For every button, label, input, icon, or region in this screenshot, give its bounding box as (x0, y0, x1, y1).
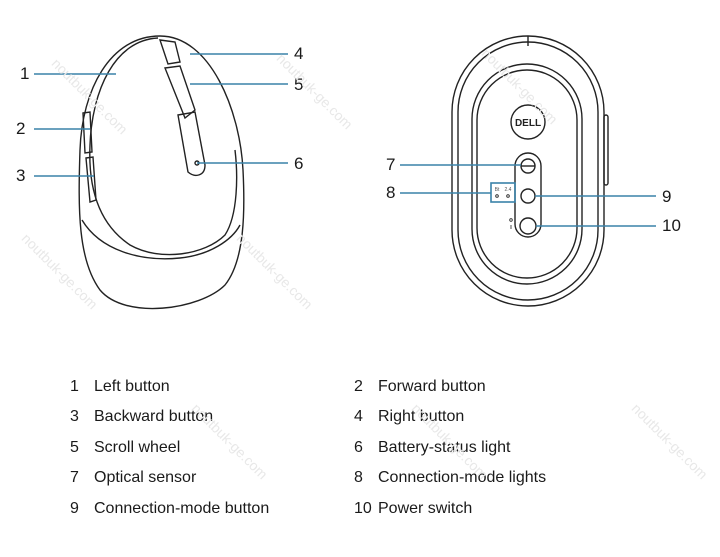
scroll-wheel-shape (158, 39, 196, 120)
legend-item: 8 Connection-mode lights (354, 469, 546, 487)
legend-number: 7 (70, 469, 79, 486)
power-off-mark (509, 218, 513, 222)
mouse-diagram-svg: DELL Bt 2.4 (34, 35, 656, 310)
mouse-diagram: DELL Bt 2.4 1 2 3 4 5 6 7 8 9 10 (16, 35, 681, 310)
legend-number: 1 (70, 378, 79, 395)
legend-item: 3 Backward button (70, 408, 213, 426)
legend-label: Forward button (378, 378, 486, 395)
callout-4: 4 (294, 44, 304, 63)
watermark: noutbuk-ge.com (628, 400, 711, 483)
backward-button-shape (85, 156, 97, 203)
legend-item: 6 Battery-status light (354, 439, 511, 457)
legend-item: 9 Connection-mode button (70, 500, 269, 518)
connection-mode-button[interactable] (520, 188, 536, 204)
dell-logo: DELL (515, 118, 541, 129)
callout-8: 8 (386, 183, 396, 202)
leader-lines (34, 53, 656, 227)
legend-number: 3 (70, 408, 79, 425)
legend-label: Right button (378, 408, 465, 425)
rf-mode-light (506, 194, 510, 198)
callout-3: 3 (16, 166, 26, 185)
legend-item: 5 Scroll wheel (70, 439, 180, 457)
mouse-top-palm-edge (81, 219, 241, 260)
legend-item: 10 Power switch (354, 500, 472, 518)
callout-1: 1 (20, 64, 30, 83)
legend-number: 5 (70, 439, 79, 456)
legend-number: 9 (70, 500, 79, 517)
bt-mode-light (495, 194, 499, 198)
battery-light-strip (177, 111, 206, 177)
legend-number: 2 (354, 378, 363, 395)
legend-number: 8 (354, 469, 363, 486)
left-button-shape (89, 37, 238, 256)
legend-item: 4 Right button (354, 408, 464, 426)
legend-label: Scroll wheel (94, 439, 181, 456)
legend-label: Connection-mode button (94, 500, 270, 517)
callout-2: 2 (16, 119, 26, 138)
callout-10: 10 (662, 216, 681, 235)
legend-label: Left button (94, 378, 170, 395)
power-switch[interactable] (519, 217, 537, 235)
legend-label: Connection-mode lights (378, 469, 547, 486)
legend-item: 2 Forward button (354, 378, 486, 396)
legend-number: 10 (354, 500, 372, 517)
legend-label: Backward button (94, 408, 214, 425)
callout-6: 6 (294, 154, 304, 173)
legend-number: 4 (354, 408, 363, 425)
legend-item: 7 Optical sensor (70, 469, 196, 487)
mouse-bottom-outer (451, 35, 605, 307)
rf-light-label: 2.4 (505, 187, 512, 193)
mouse-top-body-outline (78, 35, 245, 310)
mouse-bottom-inner-panel (471, 63, 583, 285)
mouse-bottom-view (451, 35, 609, 307)
legend-label: Power switch (378, 500, 473, 517)
legend-item: 1 Left button (70, 378, 170, 396)
forward-button-shape (82, 111, 93, 154)
dell-logo-ring (510, 104, 546, 140)
side-button-ridge (603, 114, 609, 186)
legend-label: Battery-status light (378, 439, 511, 456)
legend-number: 6 (354, 439, 363, 456)
bt-light-label: Bt (495, 187, 500, 193)
callout-7: 7 (386, 155, 396, 174)
callout-5: 5 (294, 75, 304, 94)
callout-9: 9 (662, 187, 672, 206)
legend-label: Optical sensor (94, 469, 197, 486)
mouse-bottom-feet (476, 69, 578, 279)
mouse-top-view (78, 35, 245, 310)
